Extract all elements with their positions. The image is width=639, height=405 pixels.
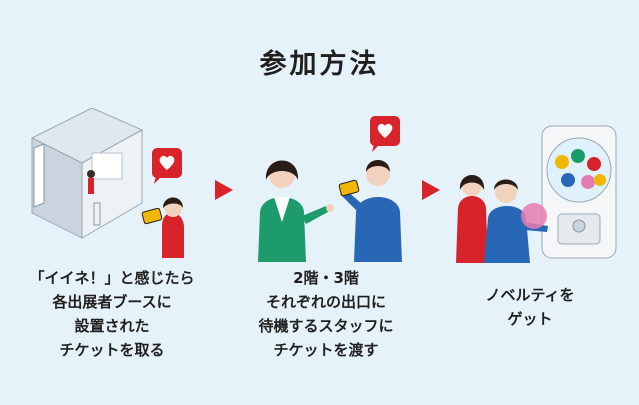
step-1-line: 「イイネ！」と感じたら	[29, 269, 195, 287]
capsule-toy-illustration	[456, 125, 617, 263]
step-1-line: 各出展者ブースに	[52, 293, 172, 311]
page-title: 参加方法	[259, 49, 380, 80]
heart-bubble-icon	[370, 116, 400, 152]
step-1-caption: 「イイネ！」と感じたら 各出展者ブースに 設置された チケットを取る	[12, 266, 212, 362]
step-1-line: チケットを取る	[59, 341, 165, 359]
step-3-line: ゲット	[507, 310, 553, 328]
arrow-right-icon	[215, 180, 233, 200]
step-2-line: チケットを渡す	[273, 341, 379, 359]
woman-figure	[141, 197, 184, 258]
step-3-caption: ノベルティを ゲット	[430, 283, 630, 331]
staff-handoff-illustration	[258, 116, 402, 262]
arrow-right-icon	[422, 180, 440, 200]
step-2-line: 2階・3階	[293, 269, 359, 287]
step-2-line: 待機するスタッフに	[258, 317, 394, 335]
step-2-caption: 2階・3階 それぞれの出口に 待機するスタッフに チケットを渡す	[226, 266, 426, 362]
heart-bubble-icon	[152, 148, 182, 184]
booth-illustration	[30, 108, 184, 258]
step-2-line: それぞれの出口に	[265, 293, 386, 311]
step-3-line: ノベルティを	[485, 286, 575, 304]
step-1-line: 設置された	[74, 317, 150, 335]
